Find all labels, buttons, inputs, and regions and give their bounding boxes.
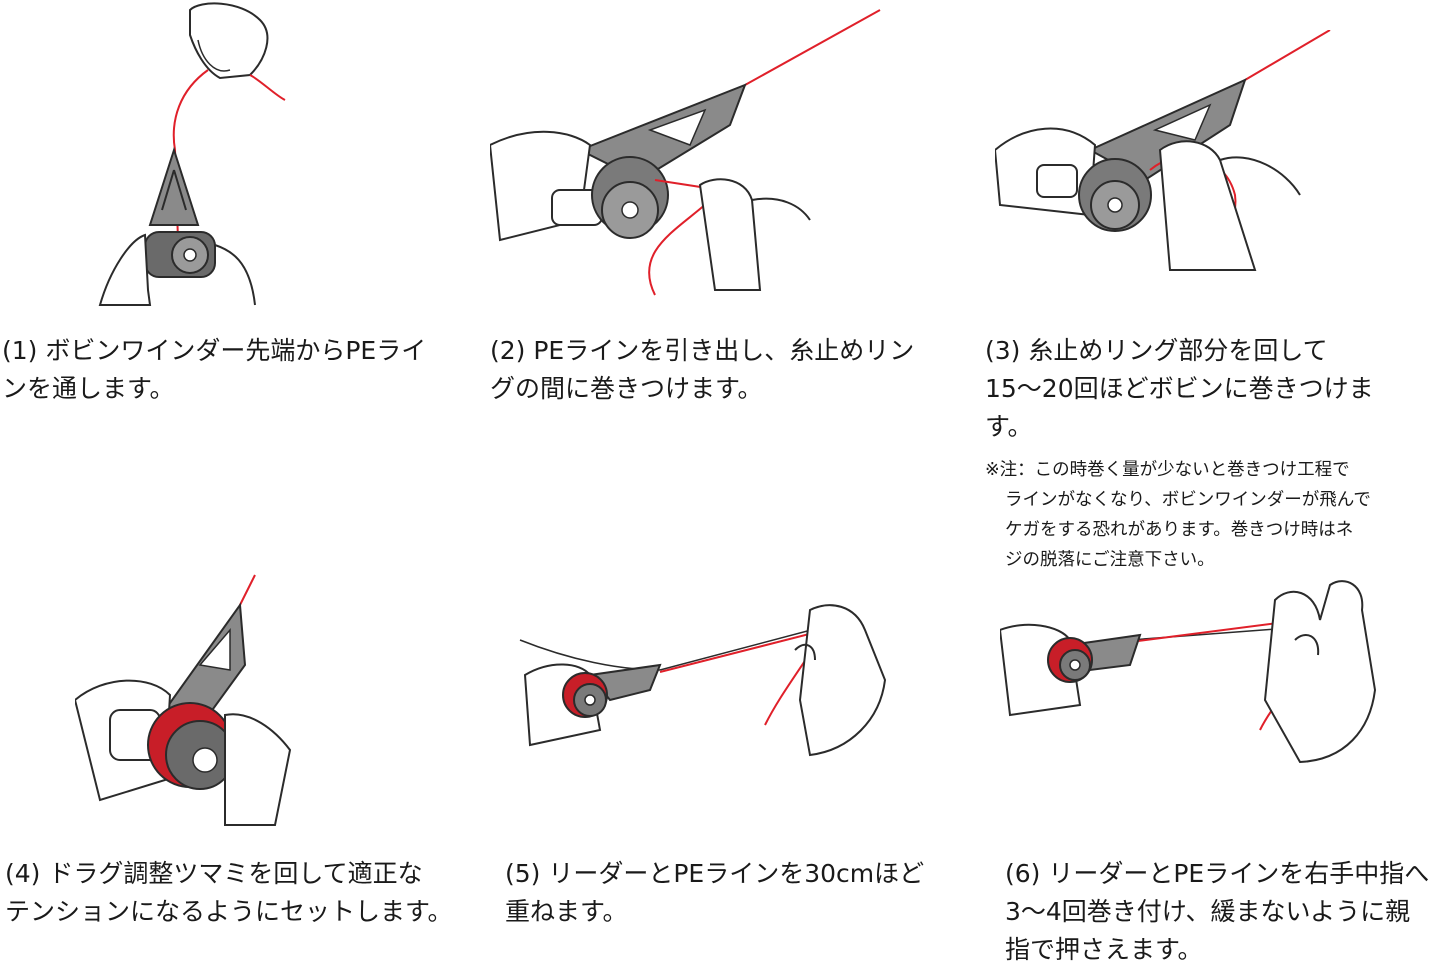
step4-caption-line1: (4) ドラグ調整ツマミを回して適正な [5, 859, 423, 888]
step3-illustration [995, 30, 1335, 280]
step3-caption-line2: 15〜20回ほどボビンに巻きつけま [985, 374, 1374, 403]
step1-illustration [90, 0, 310, 310]
step1-caption-line1: (1) ボビンワインダー先端からPEライ [2, 336, 427, 365]
caution-note-line2: ラインがなくなり、ボビンワインダーが飛んで [1005, 490, 1371, 510]
step6-caption-line2: 3〜4回巻き付け、緩まないように親 [1005, 897, 1411, 926]
step6-illustration [1000, 580, 1390, 765]
step5-caption: (5) リーダーとPEラインを30cmほど 重ねます。 [505, 855, 945, 931]
step2-caption-line2: グの間に巻きつけます。 [490, 374, 763, 403]
step2-illustration [490, 5, 890, 300]
caution-note-line1: ※注：この時巻く量が少ないと巻きつけ工程で [985, 460, 1350, 480]
step2-caption: (2) PEラインを引き出し、糸止めリン グの間に巻きつけます。 [490, 332, 930, 408]
step5-caption-line2: 重ねます。 [505, 897, 628, 926]
caution-note-line4: ジの脱落にご注意下さい。 [1005, 550, 1215, 570]
step4-caption: (4) ドラグ調整ツマミを回して適正な テンションになるようにセットします。 [5, 855, 465, 931]
step3-caption-line1: (3) 糸止めリング部分を回して [985, 336, 1328, 365]
step4-illustration [75, 570, 305, 830]
step6-caption: (6) リーダーとPEラインを右手中指へ 3〜4回巻き付け、緩まないように親 指… [1005, 855, 1445, 969]
step3-caption-line3: す。 [985, 412, 1033, 441]
step6-caption-line3: 指で押さえます。 [1005, 935, 1203, 964]
caution-note: ※注：この時巻く量が少ないと巻きつけ工程で ラインがなくなり、ボビンワインダーが… [985, 455, 1425, 575]
step1-caption-line2: ンを通します。 [2, 374, 175, 403]
step4-caption-line2: テンションになるようにセットします。 [5, 897, 453, 926]
step5-illustration [510, 600, 890, 760]
step6-caption-line1: (6) リーダーとPEラインを右手中指へ [1005, 859, 1430, 888]
caution-note-line3: ケガをする恐れがあります。巻きつけ時はネ [1005, 520, 1354, 540]
step1-caption: (1) ボビンワインダー先端からPEライ ンを通します。 [2, 332, 442, 408]
step5-caption-line1: (5) リーダーとPEラインを30cmほど [505, 859, 925, 888]
step3-caption: (3) 糸止めリング部分を回して 15〜20回ほどボビンに巻きつけま す。 [985, 332, 1425, 446]
step2-caption-line1: (2) PEラインを引き出し、糸止めリン [490, 336, 915, 365]
